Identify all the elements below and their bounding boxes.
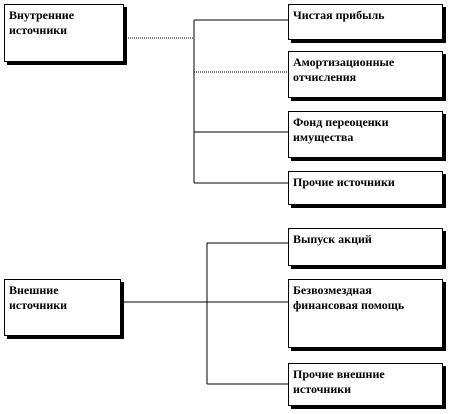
- external-sources-label: Внешние источники: [9, 283, 68, 312]
- net-profit-label: Чистая прибыль: [293, 8, 385, 22]
- amortization-box: Амортизационные отчисления: [288, 51, 443, 98]
- external-sources-box: Внешние источники: [4, 279, 121, 336]
- internal-sources-label: Внутренние источники: [9, 8, 75, 37]
- share-issue-label: Выпуск акций: [293, 232, 372, 246]
- other-external-sources-box: Прочие внешние источники: [288, 363, 443, 406]
- other-sources-box: Прочие источники: [288, 171, 443, 205]
- share-issue-box: Выпуск акций: [288, 228, 443, 266]
- grant-aid-box: Безвозмездная финансовая помощь: [288, 279, 443, 348]
- other-sources-label: Прочие источники: [293, 175, 395, 189]
- other-external-sources-label: Прочие внешние источники: [293, 367, 385, 396]
- revaluation-fund-label: Фонд переоценки имущества: [293, 115, 389, 144]
- amortization-label: Амортизационные отчисления: [293, 55, 395, 84]
- revaluation-fund-box: Фонд переоценки имущества: [288, 111, 443, 158]
- internal-sources-box: Внутренние источники: [4, 4, 124, 62]
- net-profit-box: Чистая прибыль: [288, 4, 443, 40]
- grant-aid-label: Безвозмездная финансовая помощь: [293, 283, 405, 312]
